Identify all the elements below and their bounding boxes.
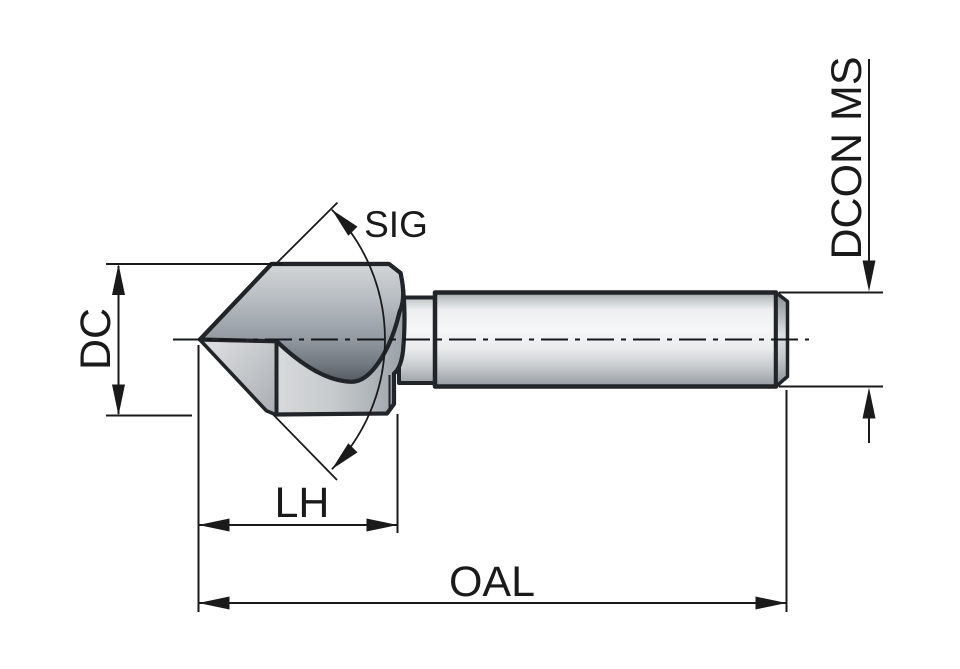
sig-arrowhead-upper: [331, 209, 358, 236]
dc-arrowhead-down: [112, 384, 125, 416]
lh-arrowhead-left: [198, 518, 230, 532]
oal-arrowhead-right: [755, 596, 787, 610]
dimension-lh: LH: [197, 345, 399, 612]
dcon-arrowhead-up: [862, 387, 876, 419]
dimension-dcon: DCON MS: [779, 56, 883, 443]
head-cone-surface: [197, 261, 406, 384]
dimension-sig: SIG: [331, 204, 428, 470]
oal-arrowhead-left: [198, 596, 230, 610]
dimension-dc: DC: [72, 263, 283, 417]
label-lh: LH: [275, 479, 330, 527]
dcon-arrowhead-down: [862, 260, 876, 292]
head-second-flute-face: [199, 338, 278, 416]
label-dc: DC: [72, 308, 120, 370]
label-oal: OAL: [449, 558, 535, 606]
lh-arrowhead-right: [366, 518, 398, 532]
sig-arc: [331, 209, 386, 470]
dc-arrowhead-up: [112, 264, 125, 295]
sig-arrowhead-lower: [331, 443, 358, 470]
label-dcon: DCON MS: [823, 56, 871, 259]
label-sig: SIG: [364, 204, 428, 245]
dimension-oal: OAL: [198, 390, 788, 612]
